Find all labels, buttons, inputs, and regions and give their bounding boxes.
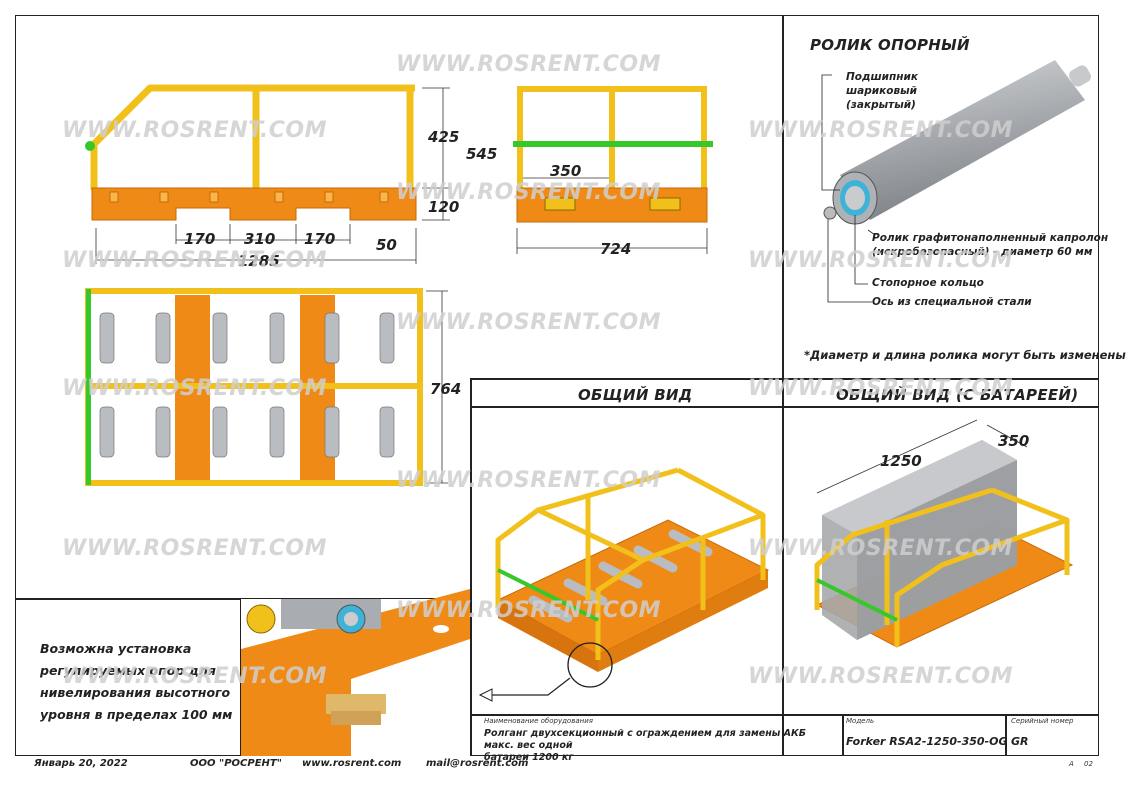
watermark: WWW.ROSRENT.COM: [748, 118, 1013, 143]
sheet-number: 02: [1084, 760, 1093, 768]
general-view-title: ОБЩИЙ ВИД: [578, 386, 693, 404]
model-label: Модель: [846, 717, 875, 725]
drawing-sheet: [15, 15, 1099, 756]
dim-1285: 1285: [238, 252, 280, 270]
roller-label-2: (искробезопасный) - диаметр 60 мм: [872, 246, 1093, 258]
dim-170-b: 170: [304, 230, 336, 248]
watermark: WWW.ROSRENT.COM: [396, 310, 661, 335]
watermark: WWW.ROSRENT.COM: [62, 536, 327, 561]
serial-label: Серийный номер: [1011, 717, 1074, 725]
plan-view-drawing: [85, 288, 448, 486]
watermark: WWW.ROSRENT.COM: [62, 248, 327, 273]
tb-div-1: [842, 714, 844, 756]
watermark: WWW.ROSRENT.COM: [396, 52, 661, 77]
front-view-drawing: [513, 86, 713, 254]
watermark: WWW.ROSRENT.COM: [62, 118, 327, 143]
feet-note: Возможна установка регулируемых опор для…: [40, 638, 232, 726]
divider-right: [782, 15, 784, 756]
dim-50: 50: [376, 236, 397, 254]
isometric-battery-view: [814, 419, 1074, 648]
watermark: WWW.ROSRENT.COM: [748, 376, 1013, 401]
watermark: WWW.ROSRENT.COM: [396, 180, 661, 205]
watermark: WWW.ROSRENT.COM: [62, 376, 327, 401]
model-value: Forker RSA2-1250-350-OG: [846, 735, 1008, 748]
equipment-line-2: батареи 1200 кг: [484, 752, 574, 763]
feet-note-line-4: уровня в пределах 100 мм: [40, 707, 233, 722]
equipment-name: Ролганг двухсекционный с ограждением для…: [484, 728, 836, 764]
general-view-battery-title: ОБЩИЙ ВИД (С БАТАРЕЕЙ): [836, 386, 1079, 404]
divider-note-top: [15, 598, 470, 600]
footer-mail-link[interactable]: mail@rosrent.com: [426, 758, 529, 769]
watermark: WWW.ROSRENT.COM: [62, 664, 327, 689]
watermark: WWW.ROSRENT.COM: [748, 248, 1013, 273]
battery-length-dim: 1250: [880, 452, 922, 470]
watermark: WWW.ROSRENT.COM: [396, 468, 661, 493]
footer-site-link[interactable]: www.rosrent.com: [302, 758, 402, 769]
dim-310: 310: [244, 230, 276, 248]
tb-div-2: [1005, 714, 1007, 756]
divider-views-left: [470, 378, 472, 756]
dim-425: 425: [428, 128, 460, 146]
equipment-label: Наименование оборудования: [484, 717, 593, 725]
watermark: WWW.ROSRENT.COM: [396, 598, 661, 623]
roller-title: РОЛИК ОПОРНЫЙ: [810, 36, 970, 54]
dim-170-a: 170: [184, 230, 216, 248]
roller-drawing: [821, 60, 1091, 303]
watermark: WWW.ROSRENT.COM: [748, 664, 1013, 689]
axle-label: Ось из специальной стали: [872, 296, 1032, 308]
isometric-view: [478, 467, 770, 702]
dim-764: 764: [430, 380, 462, 398]
divider-views-top: [470, 378, 1099, 380]
ring-label: Стопорное кольцо: [872, 277, 984, 289]
dim-120: 120: [428, 198, 460, 216]
foot-detail-photo: [241, 589, 470, 756]
footer-date: Январь 20, 2022: [34, 758, 128, 769]
watermark: WWW.ROSRENT.COM: [748, 536, 1013, 561]
divider-note-photo: [240, 598, 242, 756]
feet-note-line-3: нивелирования высотного: [40, 685, 231, 700]
bearing-label-3: (закрытый): [846, 99, 916, 111]
dim-350: 350: [550, 162, 582, 180]
feet-note-line-1: Возможна установка: [40, 641, 192, 656]
divider-views-header: [470, 406, 1099, 408]
side-view-drawing: [85, 84, 450, 264]
tb-top: [470, 714, 1099, 716]
equipment-line-1: Ролганг двухсекционный с ограждением для…: [484, 728, 807, 751]
bearing-label-2: шариковый: [846, 85, 917, 97]
dim-724: 724: [600, 240, 632, 258]
serial-value: GR: [1011, 735, 1029, 748]
feet-note-line-2: регулируемых опор для: [40, 663, 216, 678]
footer-company: ООО "РОСРЕНТ": [190, 758, 282, 769]
sheet-format: А: [1069, 760, 1074, 768]
battery-width-dim: 350: [998, 432, 1030, 450]
dim-545: 545: [466, 145, 498, 163]
roller-label-1: Ролик графитонаполненный капролон: [872, 232, 1109, 244]
roller-note: *Диаметр и длина ролика могут быть измен…: [804, 348, 1126, 362]
bearing-label-1: Подшипник: [846, 71, 918, 83]
